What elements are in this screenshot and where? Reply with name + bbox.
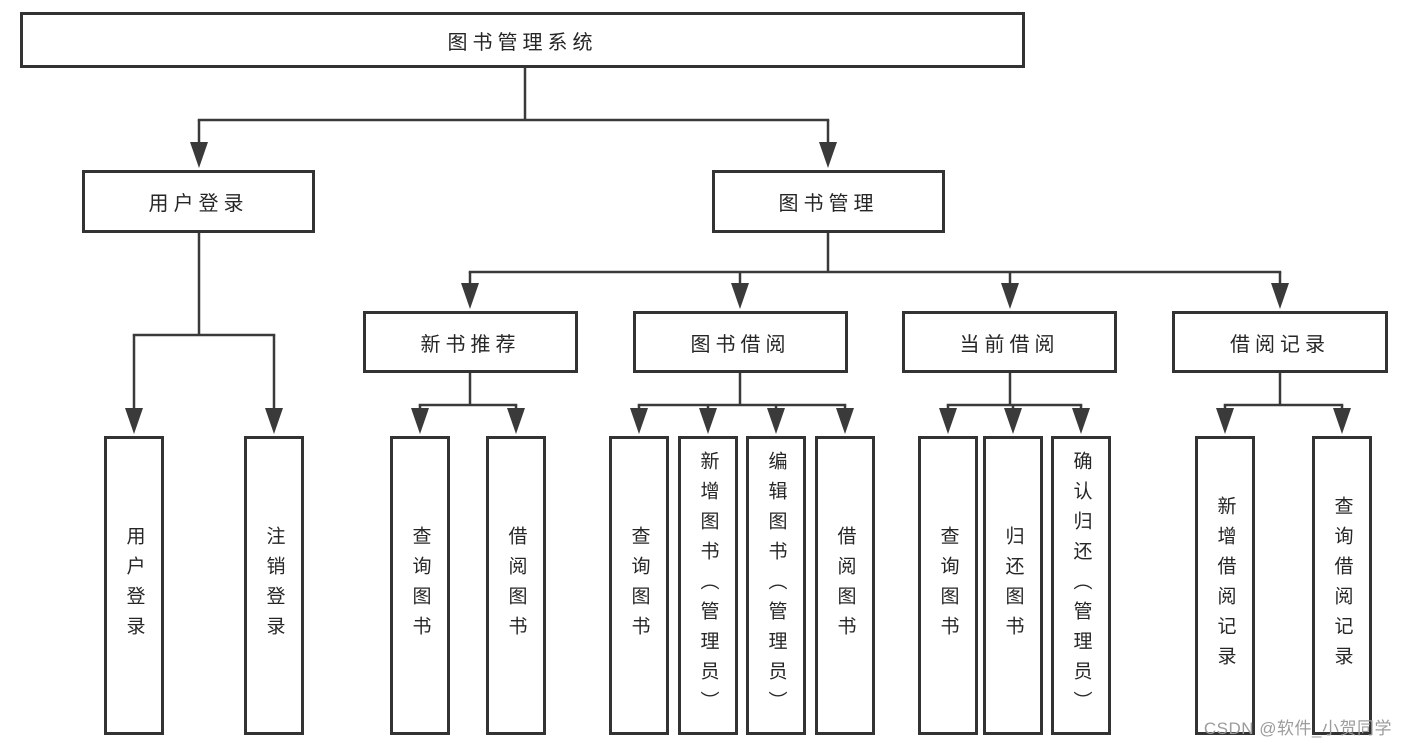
leaf-current-query-books: 查询图书	[918, 436, 978, 735]
leaf-current-confirm-return-admin: 确认归还（管理员）	[1051, 436, 1111, 735]
leaf-borrow-edit-books-admin: 编辑图书（管理员）	[746, 436, 806, 735]
leaf-user-login: 用户登录	[104, 436, 164, 735]
node-book-borrow: 图书借阅	[633, 311, 848, 373]
leaf-borrow-query-books: 查询图书	[609, 436, 669, 735]
node-new-book-recommend: 新书推荐	[363, 311, 578, 373]
leaf-logout: 注销登录	[244, 436, 304, 735]
leaf-current-return-books: 归还图书	[983, 436, 1043, 735]
node-user-login: 用户登录	[82, 170, 315, 233]
node-current-borrow: 当前借阅	[902, 311, 1117, 373]
node-library-management-system: 图书管理系统	[20, 12, 1025, 68]
leaf-borrow-borrow-books: 借阅图书	[815, 436, 875, 735]
watermark: CSDN @软件_小贺同学	[1203, 719, 1392, 738]
node-book-management: 图书管理	[712, 170, 945, 233]
leaf-records-query-record: 查询借阅记录	[1312, 436, 1372, 735]
leaf-borrow-add-books-admin: 新增图书（管理员）	[678, 436, 738, 735]
leaf-records-add-record: 新增借阅记录	[1195, 436, 1255, 735]
node-borrow-records: 借阅记录	[1172, 311, 1388, 373]
leaf-newrec-borrow-books: 借阅图书	[486, 436, 546, 735]
leaf-newrec-query-books: 查询图书	[390, 436, 450, 735]
